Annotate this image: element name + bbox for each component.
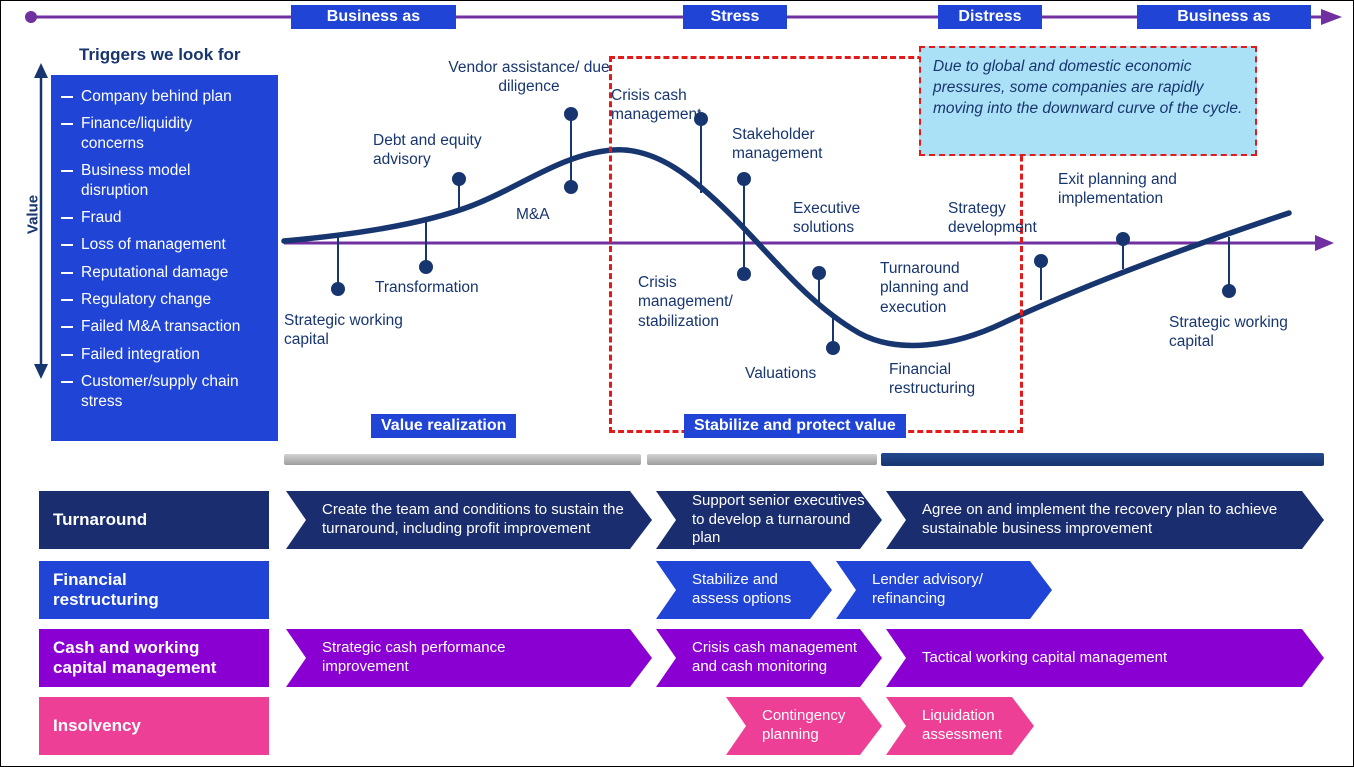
cash-step-3: Tactical working capital management — [886, 629, 1324, 687]
trigger-item: Finance/liquidity concerns — [59, 114, 270, 153]
label-transformation: Transformation — [375, 279, 479, 296]
label-crisis-cash-management: Crisis cash management — [611, 87, 702, 124]
turnaround-step-3: Agree on and implement the recovery plan… — [886, 491, 1324, 549]
stage-value-realization: Value realization — [371, 414, 517, 438]
lane-title: Turnaround — [53, 509, 148, 529]
label-crisis-management-stabilization: Crisis management/ stabilization — [638, 274, 733, 330]
lane-title: Financial restructuring — [53, 569, 159, 609]
tick-icon — [61, 244, 73, 247]
tick-icon — [61, 216, 73, 219]
value-axis-up-arrow-icon — [34, 63, 48, 78]
label-executive-solutions: Executive solutions — [793, 200, 861, 237]
financial-step-2: Lender advisory/ refinancing — [836, 561, 1052, 619]
value-axis-label: Value — [24, 194, 42, 235]
triggers-title: Triggers we look for — [79, 45, 241, 64]
tick-icon — [61, 271, 73, 274]
trigger-item: Fraud — [59, 208, 270, 227]
progress-bar-1 — [284, 454, 641, 465]
lane-label-insolvency: Insolvency — [39, 697, 269, 755]
phase-business-as-usual-2: Business as — [1137, 5, 1311, 29]
stage-stabilize-protect-value: Stabilize and protect value — [684, 414, 906, 438]
cash-step-1: Strategic cash performance improvement — [286, 629, 652, 687]
trigger-text: Finance/liquidity concerns — [81, 115, 193, 152]
trigger-item: Business model disruption — [59, 161, 270, 200]
label-financial-restructuring: Financial restructuring — [889, 361, 976, 398]
label-strategic-working-capital-left: Strategic working capital — [284, 312, 403, 349]
turnaround-step-1: Create the team and conditions to sustai… — [286, 491, 652, 549]
lane-label-financial-restructuring: Financial restructuring — [39, 561, 269, 619]
trigger-item: Customer/supply chain stress — [59, 372, 270, 411]
trigger-text: Fraud — [81, 208, 122, 226]
tick-icon — [61, 170, 73, 173]
tick-icon — [61, 326, 73, 329]
step-text: Stabilize and assess options — [692, 571, 792, 607]
step-text: Support senior executives to develop a t… — [692, 491, 865, 547]
trigger-item: Failed M&A transaction — [59, 317, 270, 336]
step-text: Tactical working capital management — [922, 648, 1168, 666]
tick-icon — [61, 353, 73, 356]
lane-title: Insolvency — [53, 715, 141, 735]
financial-step-1: Stabilize and assess options — [656, 561, 832, 619]
tick-icon — [61, 123, 73, 126]
trigger-text: Company behind plan — [81, 88, 232, 105]
trigger-item: Company behind plan — [59, 87, 270, 106]
lane-title: Cash and working capital management — [53, 637, 217, 677]
phase-stress: Stress — [683, 5, 787, 29]
label-stakeholder-management: Stakeholder management — [732, 126, 823, 163]
insolvency-step-1: Contingency planning — [726, 697, 882, 755]
phase-distress: Distress — [938, 5, 1042, 29]
tick-icon — [61, 96, 73, 98]
trigger-item: Regulatory change — [59, 290, 270, 309]
phase-business-as-usual-1: Business as — [291, 5, 456, 29]
step-text: Create the team and conditions to sustai… — [322, 501, 624, 537]
timeline-start-dot-icon — [25, 11, 37, 23]
trigger-item: Failed integration — [59, 345, 270, 364]
label-vendor-assistance: Vendor assistance/ due diligence — [448, 59, 610, 96]
label-strategy-development: Strategy development — [948, 200, 1037, 237]
trigger-text: Loss of management — [81, 236, 226, 254]
step-text: Strategic cash performance improvement — [322, 639, 506, 675]
triggers-panel: Company behind plan Finance/liquidity co… — [51, 75, 278, 441]
label-ma: M&A — [516, 206, 550, 223]
label-debt-and-equity-advisory: Debt and equity advisory — [373, 132, 482, 169]
label-turnaround-planning-execution: Turnaround planning and execution — [880, 260, 969, 316]
step-text: Liquidation assessment — [922, 707, 1003, 743]
tick-icon — [61, 381, 73, 384]
trigger-item: Reputational damage — [59, 263, 270, 282]
trigger-text: Business model disruption — [81, 162, 191, 199]
step-text: Contingency planning — [762, 707, 846, 743]
trigger-text: Failed M&A transaction — [81, 318, 241, 336]
lane-label-cash-working-capital: Cash and working capital management — [39, 629, 269, 687]
trigger-text: Reputational damage — [81, 263, 229, 281]
lane-label-turnaround: Turnaround — [39, 491, 269, 549]
timeline-arrow-icon — [1321, 9, 1342, 25]
label-strategic-working-capital-right: Strategic working capital — [1169, 314, 1288, 351]
progress-bar-3 — [881, 453, 1324, 466]
tick-icon — [61, 299, 73, 301]
cash-step-2: Crisis cash management and cash monitori… — [656, 629, 882, 687]
economic-pressure-callout: Due to global and domestic economic pres… — [919, 46, 1257, 156]
trigger-text: Customer/supply chain stress — [81, 373, 239, 410]
step-text: Crisis cash management and cash monitori… — [692, 639, 858, 675]
label-valuations: Valuations — [745, 365, 817, 382]
trigger-text: Regulatory change — [81, 291, 212, 308]
label-exit-planning-implementation: Exit planning and implementation — [1058, 171, 1177, 208]
step-text: Lender advisory/ refinancing — [872, 571, 983, 607]
insolvency-step-2: Liquidation assessment — [886, 697, 1034, 755]
step-text: Agree on and implement the recovery plan… — [922, 501, 1278, 537]
progress-bar-2 — [647, 454, 877, 465]
trigger-text: Failed integration — [81, 345, 200, 363]
trigger-item: Loss of management — [59, 235, 270, 254]
value-axis-down-arrow-icon — [34, 364, 48, 379]
mid-axis-arrow-icon — [1315, 235, 1334, 251]
turnaround-step-2: Support senior executives to develop a t… — [656, 491, 882, 549]
